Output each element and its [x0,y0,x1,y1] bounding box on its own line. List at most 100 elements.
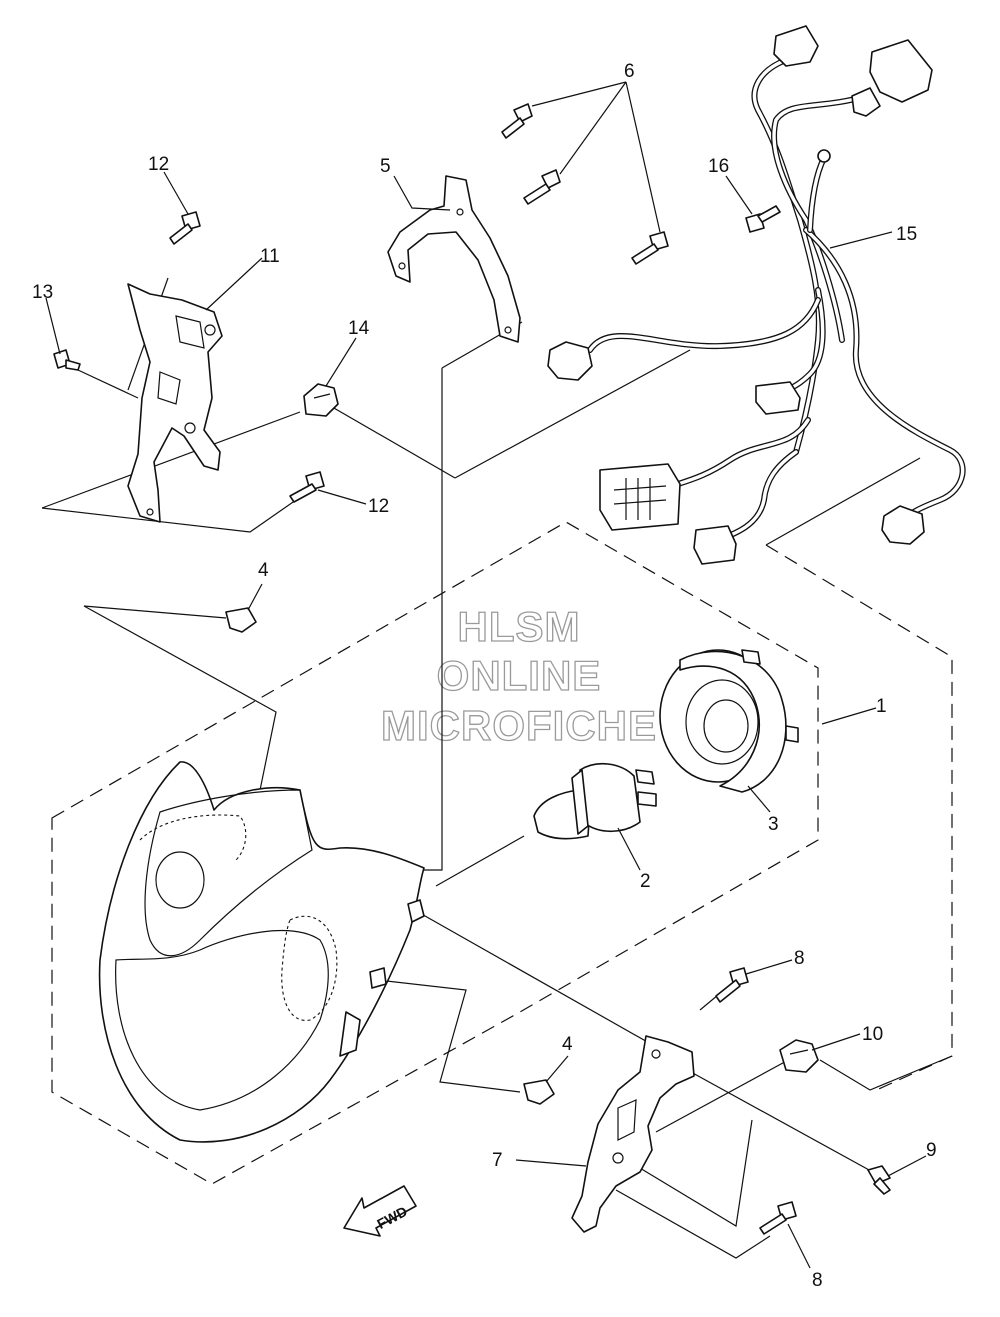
assembly-line-bolt13 [77,369,139,399]
forward-arrow-shape [343,1185,417,1237]
bolt-12b [289,471,325,503]
callout-16: 16 [708,156,729,177]
callout-14: 14 [348,318,370,339]
wire-harness [547,25,966,565]
assembly-line-bolt9 [679,1065,881,1177]
bulb [533,763,657,840]
leader-13 [45,297,61,355]
bracket-right-hole-2 [651,1049,661,1059]
screw-6a [501,103,533,139]
connector-top-boot [851,87,881,117]
callout-1: 1 [876,696,887,717]
callout-5: 5 [380,156,391,177]
connector-block-pins [613,478,667,520]
bracket-left-slot [175,315,205,349]
leader-10 [811,1033,861,1051]
leader-8b [787,1223,811,1269]
assembly-group-outlines [51,521,953,1185]
harness-wires [587,57,966,539]
assembly-line-clip14 [319,399,456,479]
connector-block-large [599,463,681,531]
assembly-line-bracket-right [417,911,659,1049]
stay-hole-top [456,208,464,216]
leader-16 [725,175,753,215]
clip-10 [779,1039,819,1073]
screw-6c [631,231,669,265]
screw-shank [501,117,525,139]
stay-body [387,175,521,343]
cover-center [703,699,749,753]
bracket-left-hole-2 [184,422,196,434]
headlight-inner-panel [144,789,313,957]
watermark: HLSM ONLINE MICROFICHE [380,602,656,749]
callout-3: 3 [768,814,779,835]
bolt-13 [53,349,81,371]
leader-6c [625,81,661,233]
bolt-9 [867,1165,891,1195]
assembly-line-clip10-harness [819,1055,953,1091]
clip-icon [779,1039,819,1073]
connector-small-lower [693,525,737,565]
screw-icon [867,1165,891,1185]
callout-7: 7 [492,1150,503,1171]
ground-terminal [817,149,831,163]
leader-9 [887,1155,927,1177]
headlight-mount-tab-1 [407,899,425,923]
leader-5 [393,175,451,211]
clip-slot [789,1049,809,1055]
callout-8a: 8 [794,948,805,969]
headlight-reflector-hidden [281,915,338,1021]
clip-slot [313,393,331,399]
bracket-right-body [571,1035,695,1233]
callout-2: 2 [640,871,651,892]
harness-boundary-line [765,544,953,1093]
callout-9: 9 [926,1140,937,1161]
assembly-line-harness [454,349,691,479]
assembly-line-harness2 [765,457,921,546]
bulb-cover [659,649,799,793]
cover-tab-side [785,725,799,743]
connector-bulb-socket-b [881,505,925,545]
connector-bulb-socket-a [547,341,593,381]
callout-leaders [45,81,927,1269]
screw-shank [631,243,659,265]
headlight-stay [387,175,521,343]
bracket-left-window [157,371,181,405]
connector-top-large [869,39,933,103]
assembly-line-bolt8b [615,1189,771,1259]
forward-arrow-icon: FWD [343,1185,417,1237]
leader-15 [829,231,893,249]
cover-tab-top [741,649,761,665]
bulb-terminal-2 [637,791,657,807]
callout-numbers: 1 2 3 4 4 5 6 7 8 8 9 10 11 12 12 13 14 … [32,61,937,1291]
bolt-8a [715,967,749,1003]
assembly-lines [41,277,953,1259]
nut-4b [523,1079,555,1105]
clip-icon [523,1079,555,1105]
right-bracket [571,1035,695,1233]
callout-15: 15 [896,224,917,245]
bracket-left-hole-3 [146,508,154,516]
bracket-right-hole-1 [612,1152,624,1164]
assembly-line-nut4-a [83,605,227,619]
bracket-left-hole-1 [204,324,216,336]
headlight-assembly-outline [51,521,819,1185]
screw-shank [873,1177,891,1195]
callout-8b: 8 [812,1270,823,1291]
harness-connectors [547,25,933,565]
callout-6: 6 [624,61,635,82]
leader-4b [545,1055,569,1083]
bulb-terminal-1 [635,769,655,785]
leader-12b [317,489,367,505]
screw-shank [759,1213,787,1235]
assembly-line-bracket-left [41,411,301,509]
bolt-12a [169,211,201,245]
stay-hole-left [398,262,406,270]
stay-hole-bottom [504,326,512,334]
watermark-line-1: HLSM [458,603,581,650]
headlight-lens [115,929,329,1111]
assembly-line-center [424,368,443,871]
bulb-base [579,763,641,833]
leader-4a [247,583,263,611]
